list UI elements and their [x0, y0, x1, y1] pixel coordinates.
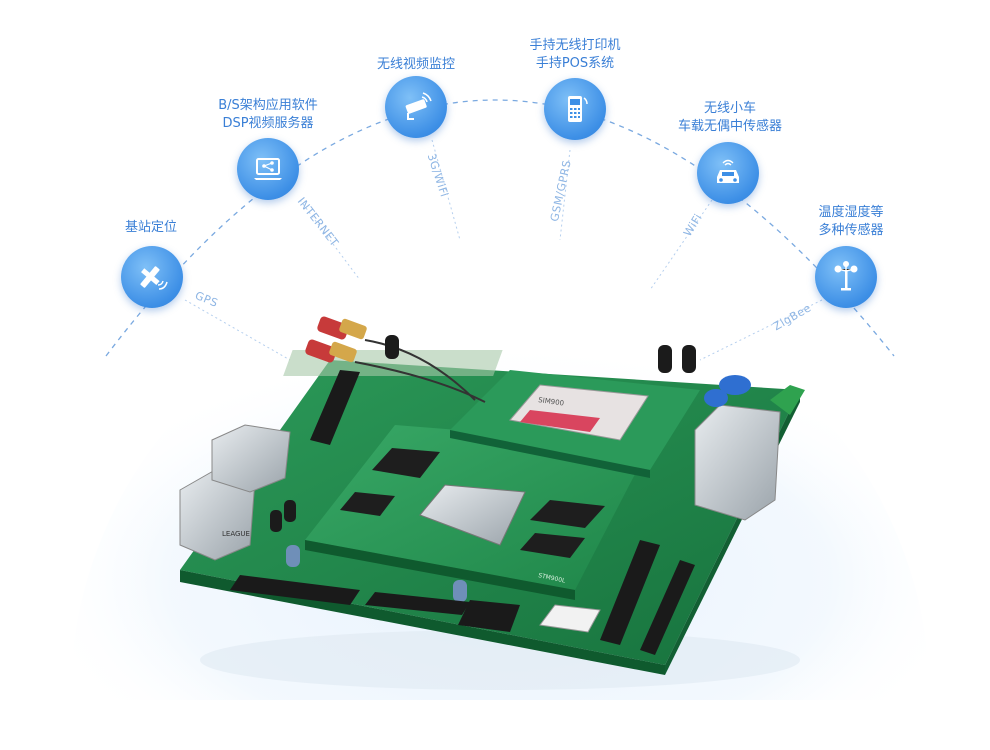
label-video-monitor: 无线视频监控 [376, 57, 455, 72]
anemometer-icon [834, 261, 858, 291]
antenna-connectors [305, 316, 486, 403]
node-printer-pos [544, 78, 606, 140]
label-printer-pos: 手持无线打印机手持POS系统 [529, 38, 621, 71]
satellite-icon [140, 266, 168, 290]
node-base-station [121, 246, 183, 308]
node-bs-app [237, 138, 299, 200]
node-video-monitor [385, 76, 447, 138]
node-sensor [815, 246, 877, 308]
pos-terminal-icon [568, 96, 588, 122]
laptop-network-icon [254, 158, 282, 180]
dashed-arc [105, 99, 895, 357]
car-icon [717, 159, 739, 183]
module-label: SIM900 [538, 396, 565, 408]
label-sensor: 温度湿度等多种传感器 [818, 205, 884, 238]
chip-label-league: LEAGUE [222, 530, 250, 538]
label-base-station: 基站定位 [124, 220, 177, 235]
cctv-camera-icon [405, 92, 432, 120]
soc-chip [419, 484, 526, 546]
label-car: 无线小车车载无偶中传感器 [677, 101, 782, 134]
node-car [697, 142, 759, 204]
